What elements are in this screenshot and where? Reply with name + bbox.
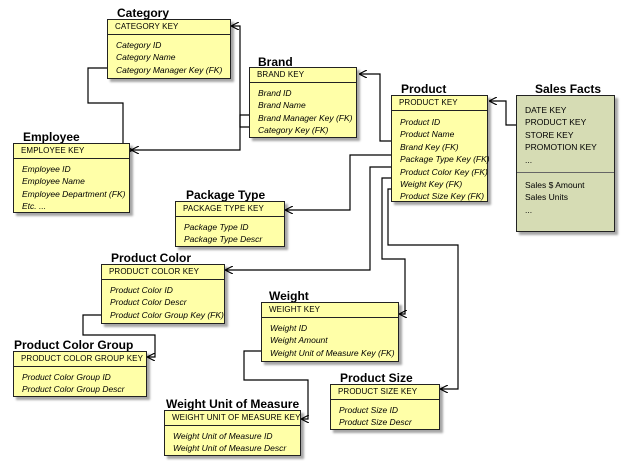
package-type-entity: PACKAGE TYPE KEY Package Type ID Package…	[175, 201, 285, 247]
sales-facts-title: Sales Facts	[535, 82, 602, 96]
category-attr: Category Name	[116, 52, 176, 63]
weight-key: WEIGHT KEY	[262, 303, 398, 318]
sales-facts-entity: DATE KEY PRODUCT KEY STORE KEY PROMOTION…	[516, 95, 615, 232]
product-attr: Product ID	[400, 117, 441, 127]
sales-facts-key: DATE KEY	[525, 105, 567, 115]
category-attr: Category ID	[116, 40, 162, 50]
sales-facts-measure: Sales $ Amount	[525, 180, 585, 191]
employee-attr: Etc. ...	[22, 201, 47, 212]
product-attr: Product Size Key (FK)	[400, 191, 485, 202]
product-color-attr: Product Color Group Key (FK)	[110, 309, 224, 320]
line-productcolor-colorgroup	[82, 314, 156, 357]
line-product-brand-to-brand	[360, 74, 392, 142]
product-color-group-attr: Product Color Group ID	[22, 372, 111, 382]
brand-attr: Brand ID	[258, 88, 292, 98]
package-type-attr: Package Type Descr	[184, 234, 263, 245]
brand-title: Brand	[258, 55, 293, 69]
package-type-key: PACKAGE TYPE KEY	[176, 202, 284, 217]
employee-title: Employee	[23, 130, 80, 144]
sales-facts-divider	[517, 172, 614, 174]
product-title: Product	[401, 82, 447, 96]
category-entity: CATEGORY KEY Category ID Category Name C…	[107, 19, 231, 79]
weight-entity: WEIGHT KEY Weight ID Weight Amount Weigh…	[261, 302, 399, 362]
employee-attr: Employee ID	[22, 164, 71, 174]
package-type-title: Package Type	[186, 188, 266, 202]
weight-uom-attr: Weight Unit of Measure ID	[173, 431, 273, 441]
line-brand-manager-to-employee	[132, 114, 250, 150]
brand-attr: Category Key (FK)	[258, 125, 329, 136]
line-product-productcolor	[226, 166, 392, 270]
employee-entity: EMPLOYEE KEY Employee ID Employee Name E…	[13, 143, 130, 213]
product-color-attr: Product Color Descr	[110, 297, 187, 308]
category-attr: Category Manager Key (FK)	[116, 64, 223, 75]
category-key: CATEGORY KEY	[108, 20, 230, 35]
brand-entity: BRAND KEY Brand ID Brand Name Brand Mana…	[249, 67, 357, 138]
line-weight-uom	[243, 350, 308, 419]
brand-attr: Brand Manager Key (FK)	[258, 112, 353, 123]
product-color-group-title: Product Color Group	[14, 338, 134, 352]
line-category-manager-to-employee	[87, 67, 132, 150]
employee-attr: Employee Department (FK)	[22, 188, 126, 199]
line-product-productsize	[387, 188, 459, 389]
sales-facts-measure: ...	[525, 204, 533, 215]
brand-attr: Brand Name	[258, 100, 306, 111]
product-color-key: PRODUCT COLOR KEY	[102, 265, 224, 280]
product-color-title: Product Color	[111, 251, 191, 265]
weight-uom-entity: WEIGHT UNIT OF MEASURE KEY Weight Unit o…	[164, 410, 301, 456]
line-product-weight	[381, 177, 405, 314]
sales-facts-key: ...	[525, 154, 533, 165]
weight-attr: Weight Amount	[270, 335, 328, 346]
product-color-group-attr: Product Color Group Descr	[22, 384, 125, 395]
weight-title: Weight	[269, 289, 309, 303]
product-color-attr: Product Color ID	[110, 285, 173, 295]
weight-attr: Weight Unit of Measure Key (FK)	[270, 347, 395, 358]
line-product-packagetype	[286, 154, 392, 210]
sales-facts-key: PRODUCT KEY	[525, 117, 587, 128]
product-attr: Product Color Key (FK)	[400, 166, 488, 177]
product-size-attr: Product Size ID	[339, 405, 399, 415]
product-attr: Package Type Key (FK)	[400, 154, 490, 165]
sales-facts-key: STORE KEY	[525, 129, 574, 140]
line-facts-to-product	[490, 101, 517, 126]
employee-attr: Employee Name	[22, 176, 85, 187]
product-attr: Brand Key (FK)	[400, 141, 459, 152]
product-color-group-entity: PRODUCT COLOR GROUP KEY Product Color Gr…	[13, 351, 147, 397]
product-size-entity: PRODUCT SIZE KEY Product Size ID Product…	[330, 384, 440, 430]
product-size-key: PRODUCT SIZE KEY	[331, 385, 439, 400]
line-brand-category-to-category	[232, 26, 250, 128]
product-entity: PRODUCT KEY Product ID Product Name Bran…	[391, 95, 490, 202]
product-size-attr: Product Size Descr	[339, 417, 412, 428]
sales-facts-measure: Sales Units	[525, 192, 568, 203]
sales-facts-key: PROMOTION KEY	[525, 142, 597, 153]
weight-uom-title: Weight Unit of Measure	[166, 397, 300, 411]
weight-uom-key: WEIGHT UNIT OF MEASURE KEY	[165, 411, 300, 426]
product-size-title: Product Size	[340, 371, 413, 385]
product-color-entity: PRODUCT COLOR KEY Product Color ID Produ…	[101, 264, 225, 324]
weight-attr: Weight ID	[270, 323, 308, 333]
brand-key: BRAND KEY	[250, 68, 356, 83]
product-color-group-key: PRODUCT COLOR GROUP KEY	[14, 352, 146, 367]
category-title: Category	[117, 6, 170, 20]
product-key: PRODUCT KEY	[392, 96, 487, 111]
package-type-attr: Package Type ID	[184, 222, 249, 232]
product-attr: Product Name	[400, 129, 455, 140]
product-attr: Weight Key (FK)	[400, 179, 463, 190]
weight-uom-attr: Weight Unit of Measure Descr	[173, 443, 287, 454]
employee-key: EMPLOYEE KEY	[14, 144, 129, 159]
